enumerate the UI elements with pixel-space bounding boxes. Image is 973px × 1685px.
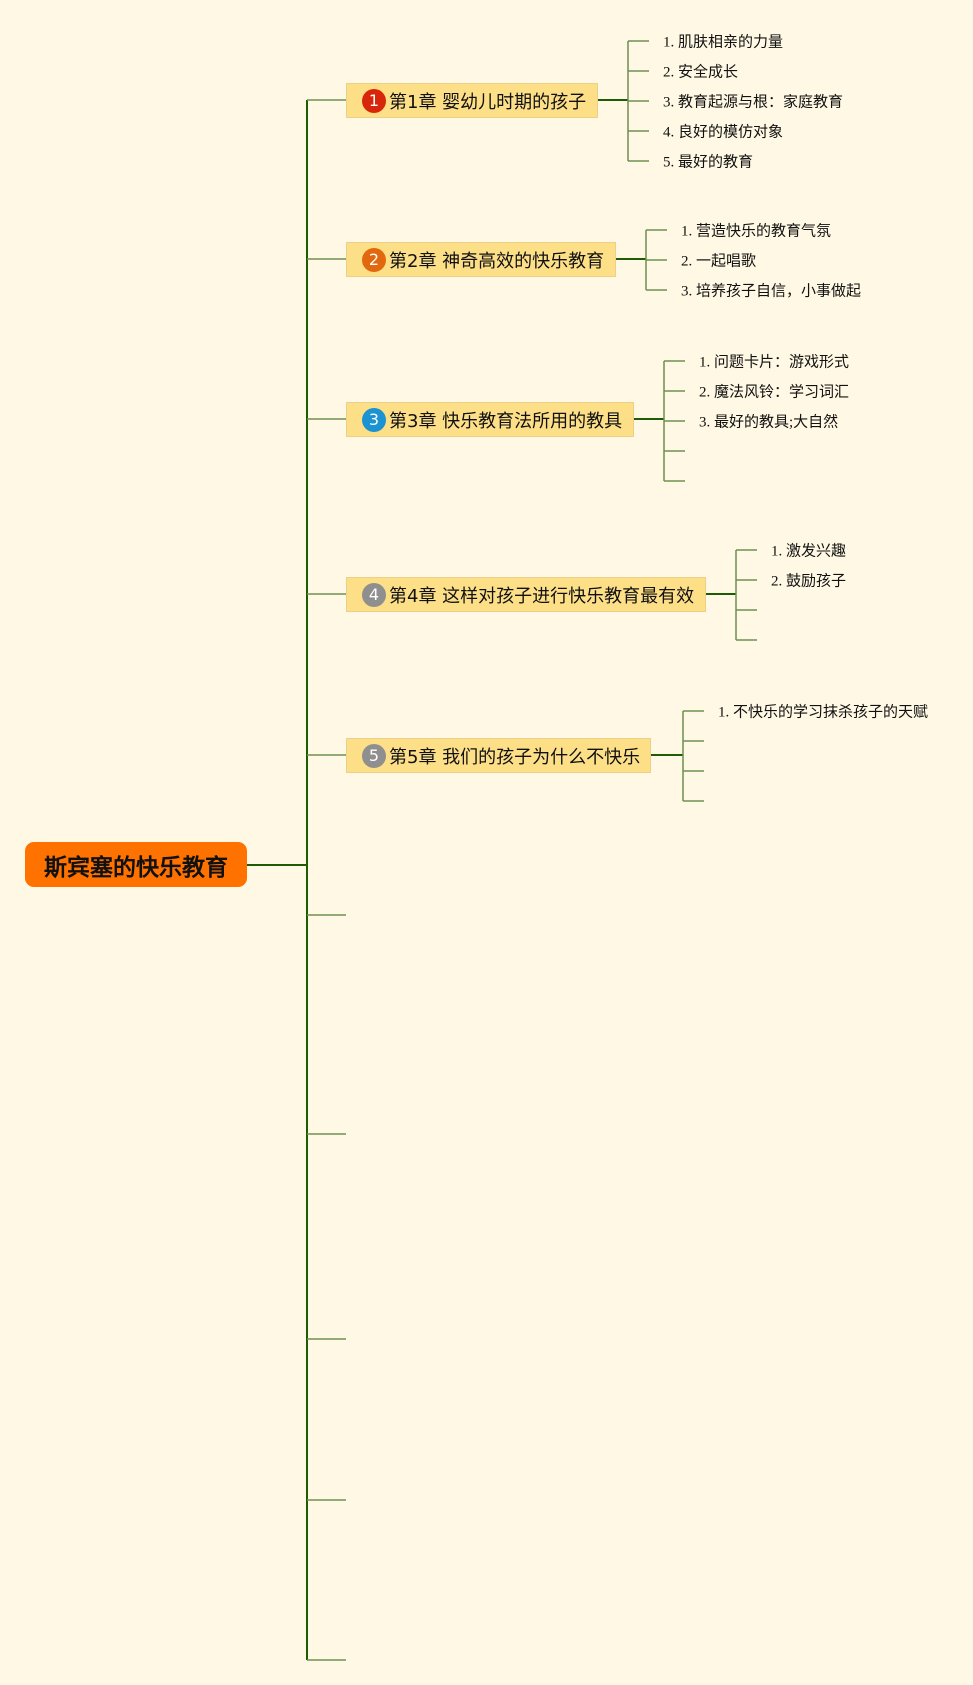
subtopic-item[interactable]: 1. 不快乐的学习抹杀孩子的天赋 bbox=[718, 704, 929, 721]
subtopic-item[interactable]: 1. 肌肤相亲的力量 bbox=[663, 34, 784, 51]
priority-badge-icon: 3 bbox=[362, 407, 386, 432]
subtopic-item[interactable]: 2. 魔法风铃：学习词汇 bbox=[699, 384, 850, 401]
subtopic-item[interactable]: 5. 最好的教育 bbox=[663, 154, 754, 171]
topic-label: 第1章 婴幼儿时期的孩子 bbox=[389, 91, 587, 113]
priority-badge-icon: 4 bbox=[362, 582, 386, 607]
priority-badge-icon: 5 bbox=[362, 743, 386, 768]
topic-label: 第2章 神奇高效的快乐教育 bbox=[389, 250, 605, 272]
root-topic[interactable]: 斯宾塞的快乐教育 bbox=[25, 842, 247, 887]
subtopic-item[interactable]: 1. 营造快乐的教育气氛 bbox=[681, 223, 832, 240]
topic-label: 第4章 这样对孩子进行快乐教育最有效 bbox=[389, 585, 695, 607]
subtopic-item[interactable]: 3. 最好的教具;大自然 bbox=[699, 414, 839, 431]
priority-badge-icon: 1 bbox=[362, 88, 386, 113]
subtopic-item[interactable]: 3. 培养孩子自信，小事做起 bbox=[681, 283, 862, 300]
subtopic-item[interactable]: 1. 问题卡片：游戏形式 bbox=[699, 354, 850, 371]
topic-label: 第5章 我们的孩子为什么不快乐 bbox=[389, 746, 641, 768]
subtopic-item[interactable]: 2. 鼓励孩子 bbox=[771, 573, 847, 590]
topic-label: 第3章 快乐教育法所用的教具 bbox=[389, 410, 623, 432]
subtopic-item[interactable]: 2. 安全成长 bbox=[663, 64, 739, 81]
subtopic-item[interactable]: 3. 教育起源与根：家庭教育 bbox=[663, 94, 844, 111]
subtopic-item[interactable]: 4. 良好的模仿对象 bbox=[663, 124, 784, 141]
priority-badge-icon: 2 bbox=[362, 247, 386, 272]
subtopic-item[interactable]: 1. 激发兴趣 bbox=[771, 543, 847, 560]
subtopic-item[interactable]: 2. 一起唱歌 bbox=[681, 253, 757, 270]
